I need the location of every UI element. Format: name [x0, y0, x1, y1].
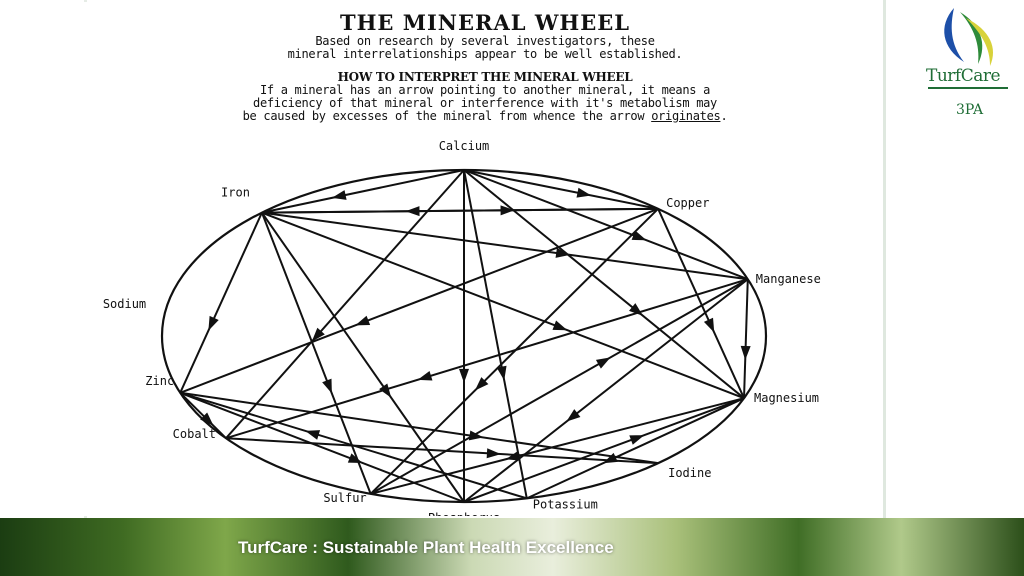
mineral-label-iron: Iron: [221, 186, 250, 200]
relationship-line: [370, 278, 749, 495]
relationship-line: [261, 212, 465, 503]
relationship-arrowhead: [703, 317, 715, 333]
howto-heading: HOW TO INTERPRET THE MINERAL WHEEL: [337, 70, 633, 84]
originates-emphasis: originates: [651, 109, 721, 123]
relationship-arrowhead: [200, 412, 214, 426]
relationship-line: [463, 169, 659, 210]
relationship-line: [179, 212, 263, 394]
relationship-arrowhead: [555, 248, 571, 258]
relationship-arrowhead: [631, 230, 647, 241]
mineral-label-magnesium: Magnesium: [754, 391, 819, 405]
mineral-label-zinc: Zinc: [145, 374, 174, 388]
explanation-line-3-end: .: [720, 109, 728, 123]
explanation-line-3: be caused by excesses of the mineral fro…: [84, 109, 886, 123]
footer-banner: [0, 518, 1024, 576]
mineral-wheel-diagram: CalciumCopperManganeseMagnesiumIodinePot…: [103, 139, 821, 516]
relationship-line: [463, 397, 745, 503]
mineral-label-iodine: Iodine: [668, 466, 711, 480]
relationship-line: [743, 279, 749, 399]
footer-text: TurfCare : Sustainable Plant Health Exce…: [238, 538, 614, 557]
relationship-line: [463, 169, 745, 399]
relationship-arrowhead: [208, 315, 219, 331]
mineral-label-copper: Copper: [666, 196, 709, 210]
relationship-arrowhead: [496, 365, 507, 381]
relationship-arrowhead: [576, 187, 592, 198]
figure-title: THE MINERAL WHEEL: [339, 10, 631, 35]
relationship-arrowhead: [405, 206, 420, 217]
turfcare-logo-mark: [944, 8, 993, 66]
panel-right-edge: [883, 0, 886, 518]
relationship-arrowhead: [305, 430, 321, 440]
relationship-line: [463, 169, 528, 499]
mineral-wheel-figure: THE MINERAL WHEEL Based on research by s…: [84, 2, 886, 516]
mineral-label-sulfur: Sulfur: [323, 491, 366, 505]
relationship-line: [261, 207, 659, 214]
relationship-arrowhead: [740, 345, 751, 360]
relationship-line: [179, 391, 528, 500]
relationship-arrowhead: [486, 448, 501, 459]
relationship-arrowhead: [595, 357, 611, 369]
relationship-arrowhead: [311, 327, 325, 342]
relationship-arrowhead: [459, 368, 469, 383]
relationship-arrowhead: [468, 430, 484, 441]
subtitle-line-2: mineral interrelationships appear to be …: [287, 47, 683, 61]
relationship-line: [179, 391, 465, 503]
relationship-line: [526, 397, 745, 500]
relationship-line: [261, 211, 745, 400]
relationship-arrowhead: [417, 370, 433, 381]
relationship-line: [657, 208, 745, 399]
relationship-line: [179, 207, 659, 394]
relationship-line: [179, 392, 227, 439]
relationship-line: [225, 278, 749, 440]
relationship-line: [225, 437, 659, 465]
relationship-arrowhead: [322, 378, 332, 394]
relationship-arrowhead: [347, 453, 363, 464]
relationship-line: [180, 391, 659, 465]
relationship-arrowhead: [474, 377, 489, 391]
relationship-arrowhead: [379, 383, 392, 398]
relationship-arrowhead: [355, 315, 371, 326]
explanation-line-1: If a mineral has an arrow pointing to an…: [259, 83, 711, 97]
mineral-label-manganese: Manganese: [756, 272, 821, 286]
subtitle-line-1: Based on research by several investigato…: [315, 34, 655, 48]
relationship-line: [261, 211, 748, 281]
logo-name: TurfCare: [926, 66, 1001, 86]
relationship-arrowhead: [331, 190, 347, 200]
mineral-label-potassium: Potassium: [533, 497, 598, 511]
relationship-line: [225, 169, 465, 439]
relationship-arrowhead: [629, 435, 645, 445]
logo-underline: [928, 87, 1008, 89]
relationship-line: [260, 212, 372, 495]
mineral-label-phosphorus: Phosphorus: [428, 511, 500, 516]
relationship-line: [261, 169, 465, 214]
relationship-line: [370, 397, 745, 495]
mineral-label-sodium: Sodium: [103, 297, 146, 311]
explanation-line-3-text: be caused by excesses of the mineral fro…: [242, 109, 652, 123]
relationship-arrowhead: [566, 409, 581, 422]
logo-subtitle: 3PA: [956, 102, 984, 118]
relationship-arrowhead: [552, 320, 568, 331]
mineral-label-calcium: Calcium: [439, 139, 490, 153]
explanation-line-2: deficiency of that mineral or interferen…: [253, 96, 717, 110]
mineral-label-cobalt: Cobalt: [173, 427, 216, 441]
relationship-line: [463, 169, 749, 281]
relationship-line: [463, 278, 749, 503]
relationship-arrowhead: [505, 450, 521, 461]
